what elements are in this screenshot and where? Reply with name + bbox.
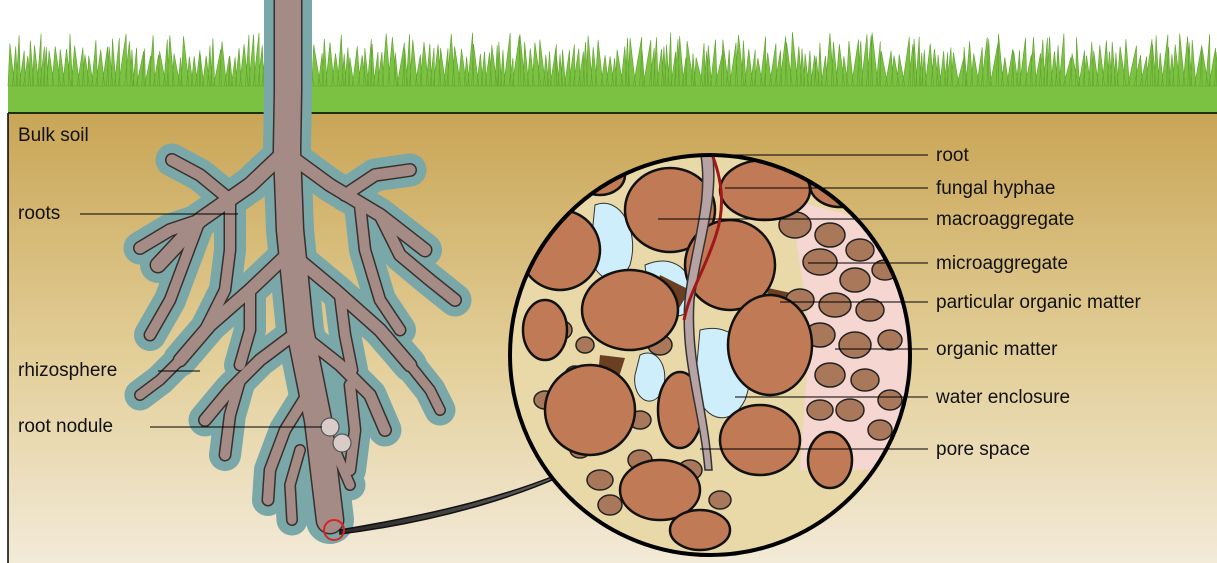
macroaggregate-particle [670,510,730,550]
macroaggregate-particle [545,365,635,455]
macroaggregate-particle [728,295,812,395]
microaggregate-particle [851,369,879,391]
microaggregate-particle [598,495,622,515]
particular-organic-matter-label: particular organic matter [936,292,1142,313]
microaggregate-particle [576,337,594,353]
organic-matter-label: organic matter [936,339,1058,360]
microaggregate-particle [878,390,902,410]
macroaggregate-particle [582,270,678,350]
microaggregate-particle [836,399,864,421]
macroaggregate-particle [720,405,800,475]
root-branch [350,385,355,470]
microaggregate-particle [587,470,613,490]
microaggregate-particle [815,223,845,247]
microaggregate-particle [807,400,833,420]
root-nodule-2 [333,434,351,452]
root-label: root [936,145,969,166]
microaggregate-particle [878,330,902,350]
pore-space-label: pore space [936,439,1030,460]
macroaggregate-particle [523,300,567,360]
fungal-hyphae-label: fungal hyphae [936,178,1055,199]
microaggregate-particle [840,268,870,292]
root-nodule-label: root nodule [18,416,113,437]
root-nodule-1 [321,418,339,436]
roots-label: roots [18,203,60,224]
microaggregate-particle [839,332,871,358]
microaggregate-particle [846,239,874,261]
rhizosphere-label: rhizosphere [18,360,117,381]
macroaggregate-label: macroaggregate [936,209,1074,230]
microaggregate-label: microaggregate [936,253,1068,274]
bulk-soil-label: Bulk soil [18,125,89,146]
microaggregate-particle [868,420,892,440]
microaggregate-particle [819,293,851,317]
microaggregate-particle [803,249,837,275]
microaggregate-particle [709,491,731,509]
water-enclosure-label: water enclosure [935,387,1070,408]
microaggregate-particle [815,363,845,387]
macroaggregate-particle [808,432,852,488]
